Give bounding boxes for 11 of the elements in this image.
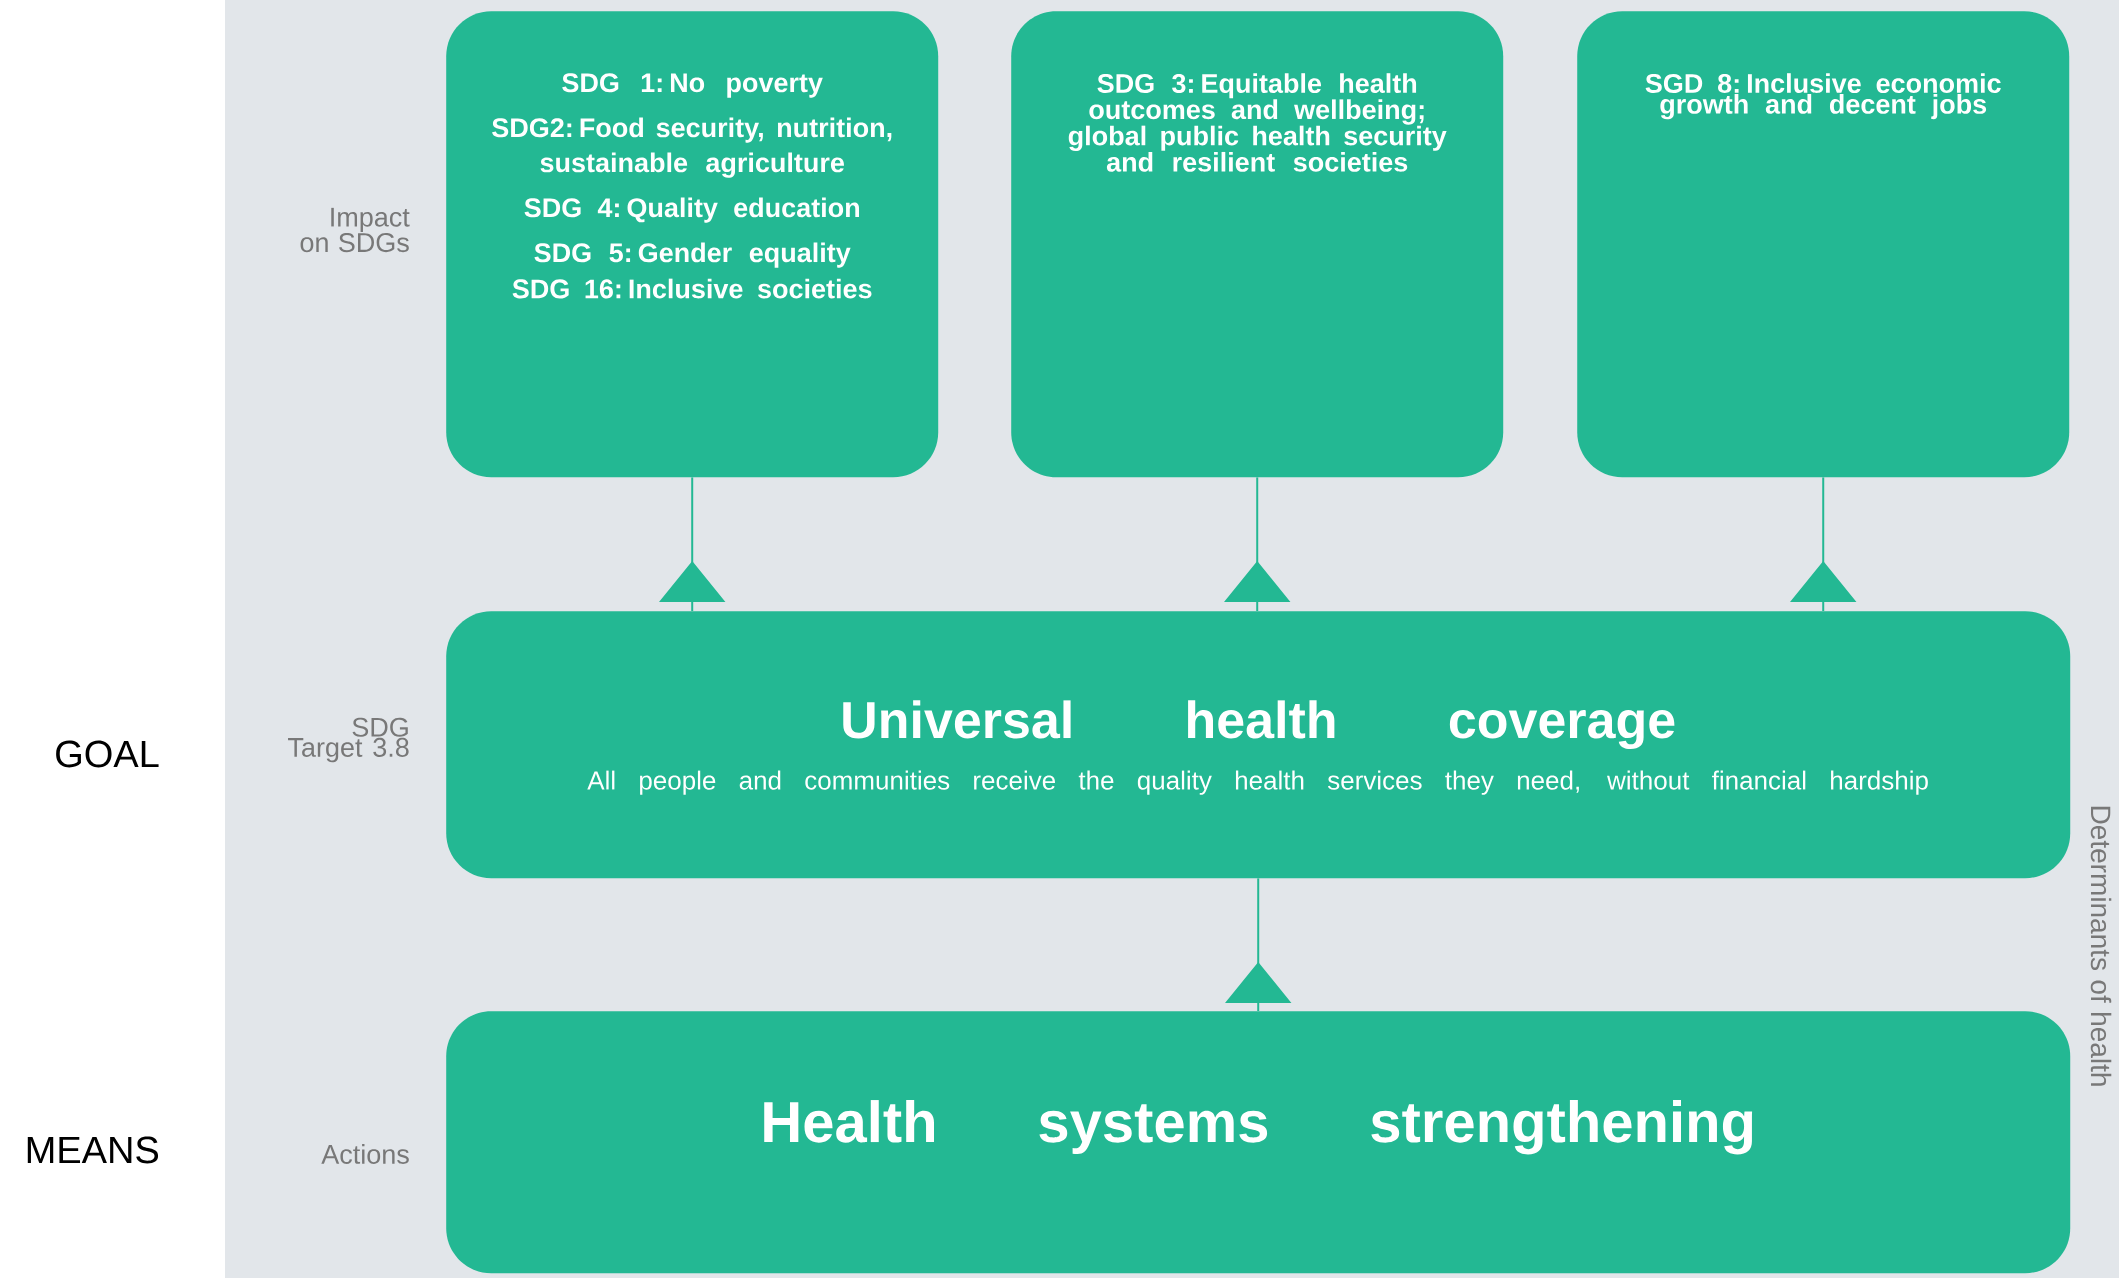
side-label: GOAL (56, 740, 159, 768)
side-label: Actions (321, 1144, 409, 1164)
means-box: Health systems strengthening (446, 1011, 2071, 1274)
side-label: MEANS (27, 1136, 159, 1164)
sdg-box: SDG 3: Equitable health outcomes and wellbeing; global public health security and resilient societies (1011, 11, 1504, 478)
side-label: Impact on SDGs (300, 207, 410, 253)
vertical-label: Determinants of health (2090, 806, 2112, 1086)
sdg-box: SGD 8: Inclusive economic growth and decent jobs (1577, 11, 2070, 478)
sdg-box: SDG 1: No poverty SDG2: Food security, nutrition, sustainable agriculture SDG 4: Quality education SDG 5: Gender equality SDG 16: Inclusive societies (446, 11, 939, 478)
side-label: SDG Target 3.8 (288, 717, 409, 763)
goal-box: Universal health coverage All people and communities receive the quality health services they need, without financial hardship (446, 611, 2071, 879)
